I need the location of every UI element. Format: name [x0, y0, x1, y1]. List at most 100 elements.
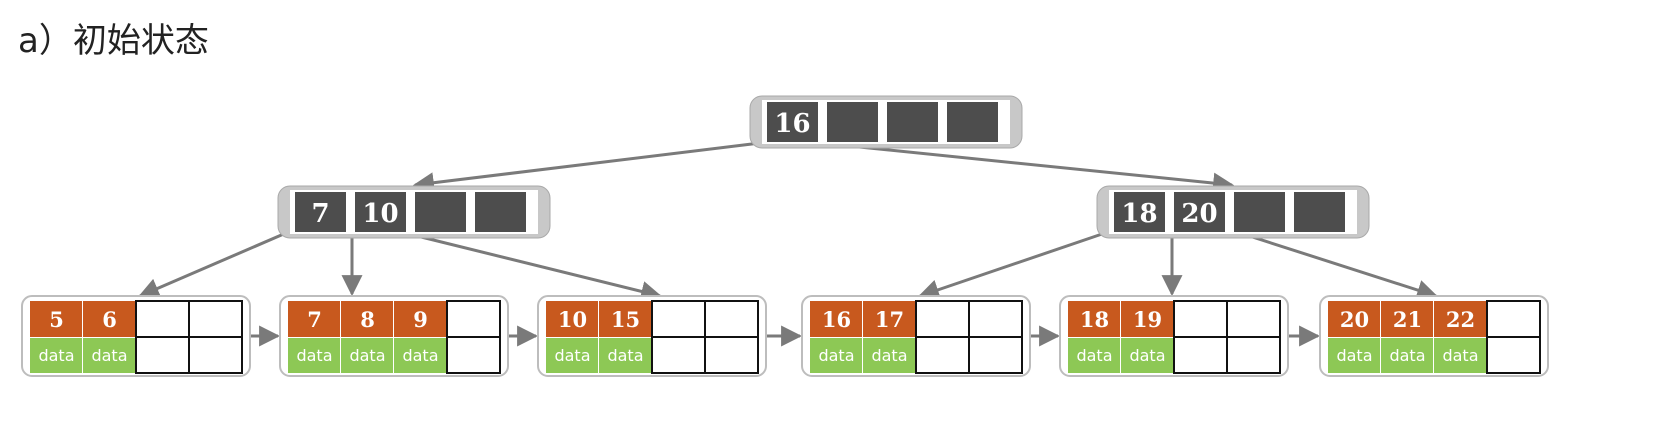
leaf-data-label: data	[1129, 346, 1165, 365]
leaf-data-label: data	[1389, 346, 1425, 365]
key-slot	[1294, 192, 1345, 232]
key-slot	[1174, 192, 1225, 232]
leaf-key: 17	[875, 307, 904, 332]
leaf-key: 8	[360, 307, 375, 332]
empty-key-cell	[915, 300, 970, 338]
leaf-data-label: data	[1076, 346, 1112, 365]
leaf-key: 20	[1340, 307, 1369, 332]
empty-key-cell	[704, 300, 759, 338]
leaf-key-cell	[1121, 301, 1173, 337]
node-key: 20	[1181, 199, 1217, 229]
leaf-key-cell	[341, 301, 393, 337]
leaf-data-cell	[599, 338, 651, 373]
leaf-data-label: data	[818, 346, 854, 365]
empty-key-cell	[135, 300, 190, 338]
key-slot	[947, 102, 998, 142]
leaf-data-cell	[341, 338, 393, 373]
leaf-data-label: data	[871, 346, 907, 365]
key-slot	[827, 102, 878, 142]
leaf-node: 10 data 15 data	[537, 295, 767, 377]
leaf-key: 16	[822, 307, 851, 332]
leaf-data-cell	[810, 338, 862, 373]
root-node: 16	[749, 95, 1023, 149]
empty-data-cell	[915, 336, 970, 374]
tree-edges	[138, 141, 1438, 302]
empty-data-cell	[1226, 336, 1281, 374]
leaf-data-cell	[394, 338, 446, 373]
empty-data-cell	[446, 336, 501, 374]
leaf-data-cell	[83, 338, 135, 373]
key-slot	[295, 192, 346, 232]
leaf-data-label: data	[607, 346, 643, 365]
leaf-key: 22	[1446, 307, 1475, 332]
empty-key-cell	[446, 300, 501, 338]
leaf-data-label: data	[402, 346, 438, 365]
key-slot	[475, 192, 526, 232]
key-slot	[355, 192, 406, 232]
node-key: 10	[362, 199, 398, 229]
edge-right-to-leaf	[1239, 231, 1438, 301]
empty-key-cell	[968, 300, 1023, 338]
leaf-key-cell	[546, 301, 598, 337]
leaf-data-cell	[30, 338, 82, 373]
leaf-key: 10	[558, 307, 587, 332]
key-slot	[1234, 192, 1285, 232]
empty-data-cell	[968, 336, 1023, 374]
leaf-key: 5	[49, 307, 64, 332]
edge-left-to-leaf	[404, 231, 663, 302]
empty-data-cell	[651, 336, 706, 374]
leaf-key: 7	[307, 307, 322, 332]
key-slot	[767, 102, 818, 142]
leaf-key: 21	[1393, 307, 1422, 332]
leaf-data-cell	[1381, 338, 1433, 373]
diagram-caption: a）初始状态	[18, 21, 209, 61]
empty-data-cell	[135, 336, 190, 374]
leaf-data-label: data	[554, 346, 590, 365]
leaf-key-cell	[83, 301, 135, 337]
node-key: 18	[1121, 199, 1157, 229]
leaf-key-cell	[810, 301, 862, 337]
key-slot	[415, 192, 466, 232]
leaf-data-cell	[1434, 338, 1486, 373]
leaf-key-cell	[288, 301, 340, 337]
empty-data-cell	[1173, 336, 1228, 374]
key-slot	[1114, 192, 1165, 232]
leaf-key-cell	[30, 301, 82, 337]
empty-data-cell	[188, 336, 243, 374]
edge-root-to-right	[819, 141, 1235, 194]
leaf-key: 15	[611, 307, 640, 332]
node-key: 16	[774, 109, 810, 139]
leaf-key: 19	[1133, 307, 1162, 332]
leaf-data-label: data	[38, 346, 74, 365]
empty-key-cell	[1486, 300, 1541, 338]
leaf-key: 9	[413, 307, 428, 332]
leaf-key-cell	[863, 301, 915, 337]
empty-key-cell	[651, 300, 706, 338]
leaf-data-cell	[1068, 338, 1120, 373]
leaf-key-cell	[394, 301, 446, 337]
leaf-node: 7 data 8 data 9 data	[279, 295, 509, 377]
empty-key-cell	[1173, 300, 1228, 338]
empty-data-cell	[1486, 336, 1541, 374]
leaf-data-cell	[863, 338, 915, 373]
leaf-data-label: data	[1336, 346, 1372, 365]
leaf-data-label: data	[349, 346, 385, 365]
leaf-data-cell	[546, 338, 598, 373]
leaf-key-cell	[1328, 301, 1380, 337]
node-key: 7	[311, 199, 329, 229]
empty-key-cell	[188, 300, 243, 338]
leaf-data-cell	[1328, 338, 1380, 373]
internal-node-left: 7 10	[277, 185, 551, 239]
leaf-data-cell	[1121, 338, 1173, 373]
leaf-key-cell	[599, 301, 651, 337]
edge-right-to-leaf	[918, 231, 1106, 300]
empty-data-cell	[704, 336, 759, 374]
leaf-data-label: data	[296, 346, 332, 365]
leaf-data-label: data	[91, 346, 127, 365]
leaf-key-cell	[1381, 301, 1433, 337]
leaf-key: 18	[1080, 307, 1109, 332]
